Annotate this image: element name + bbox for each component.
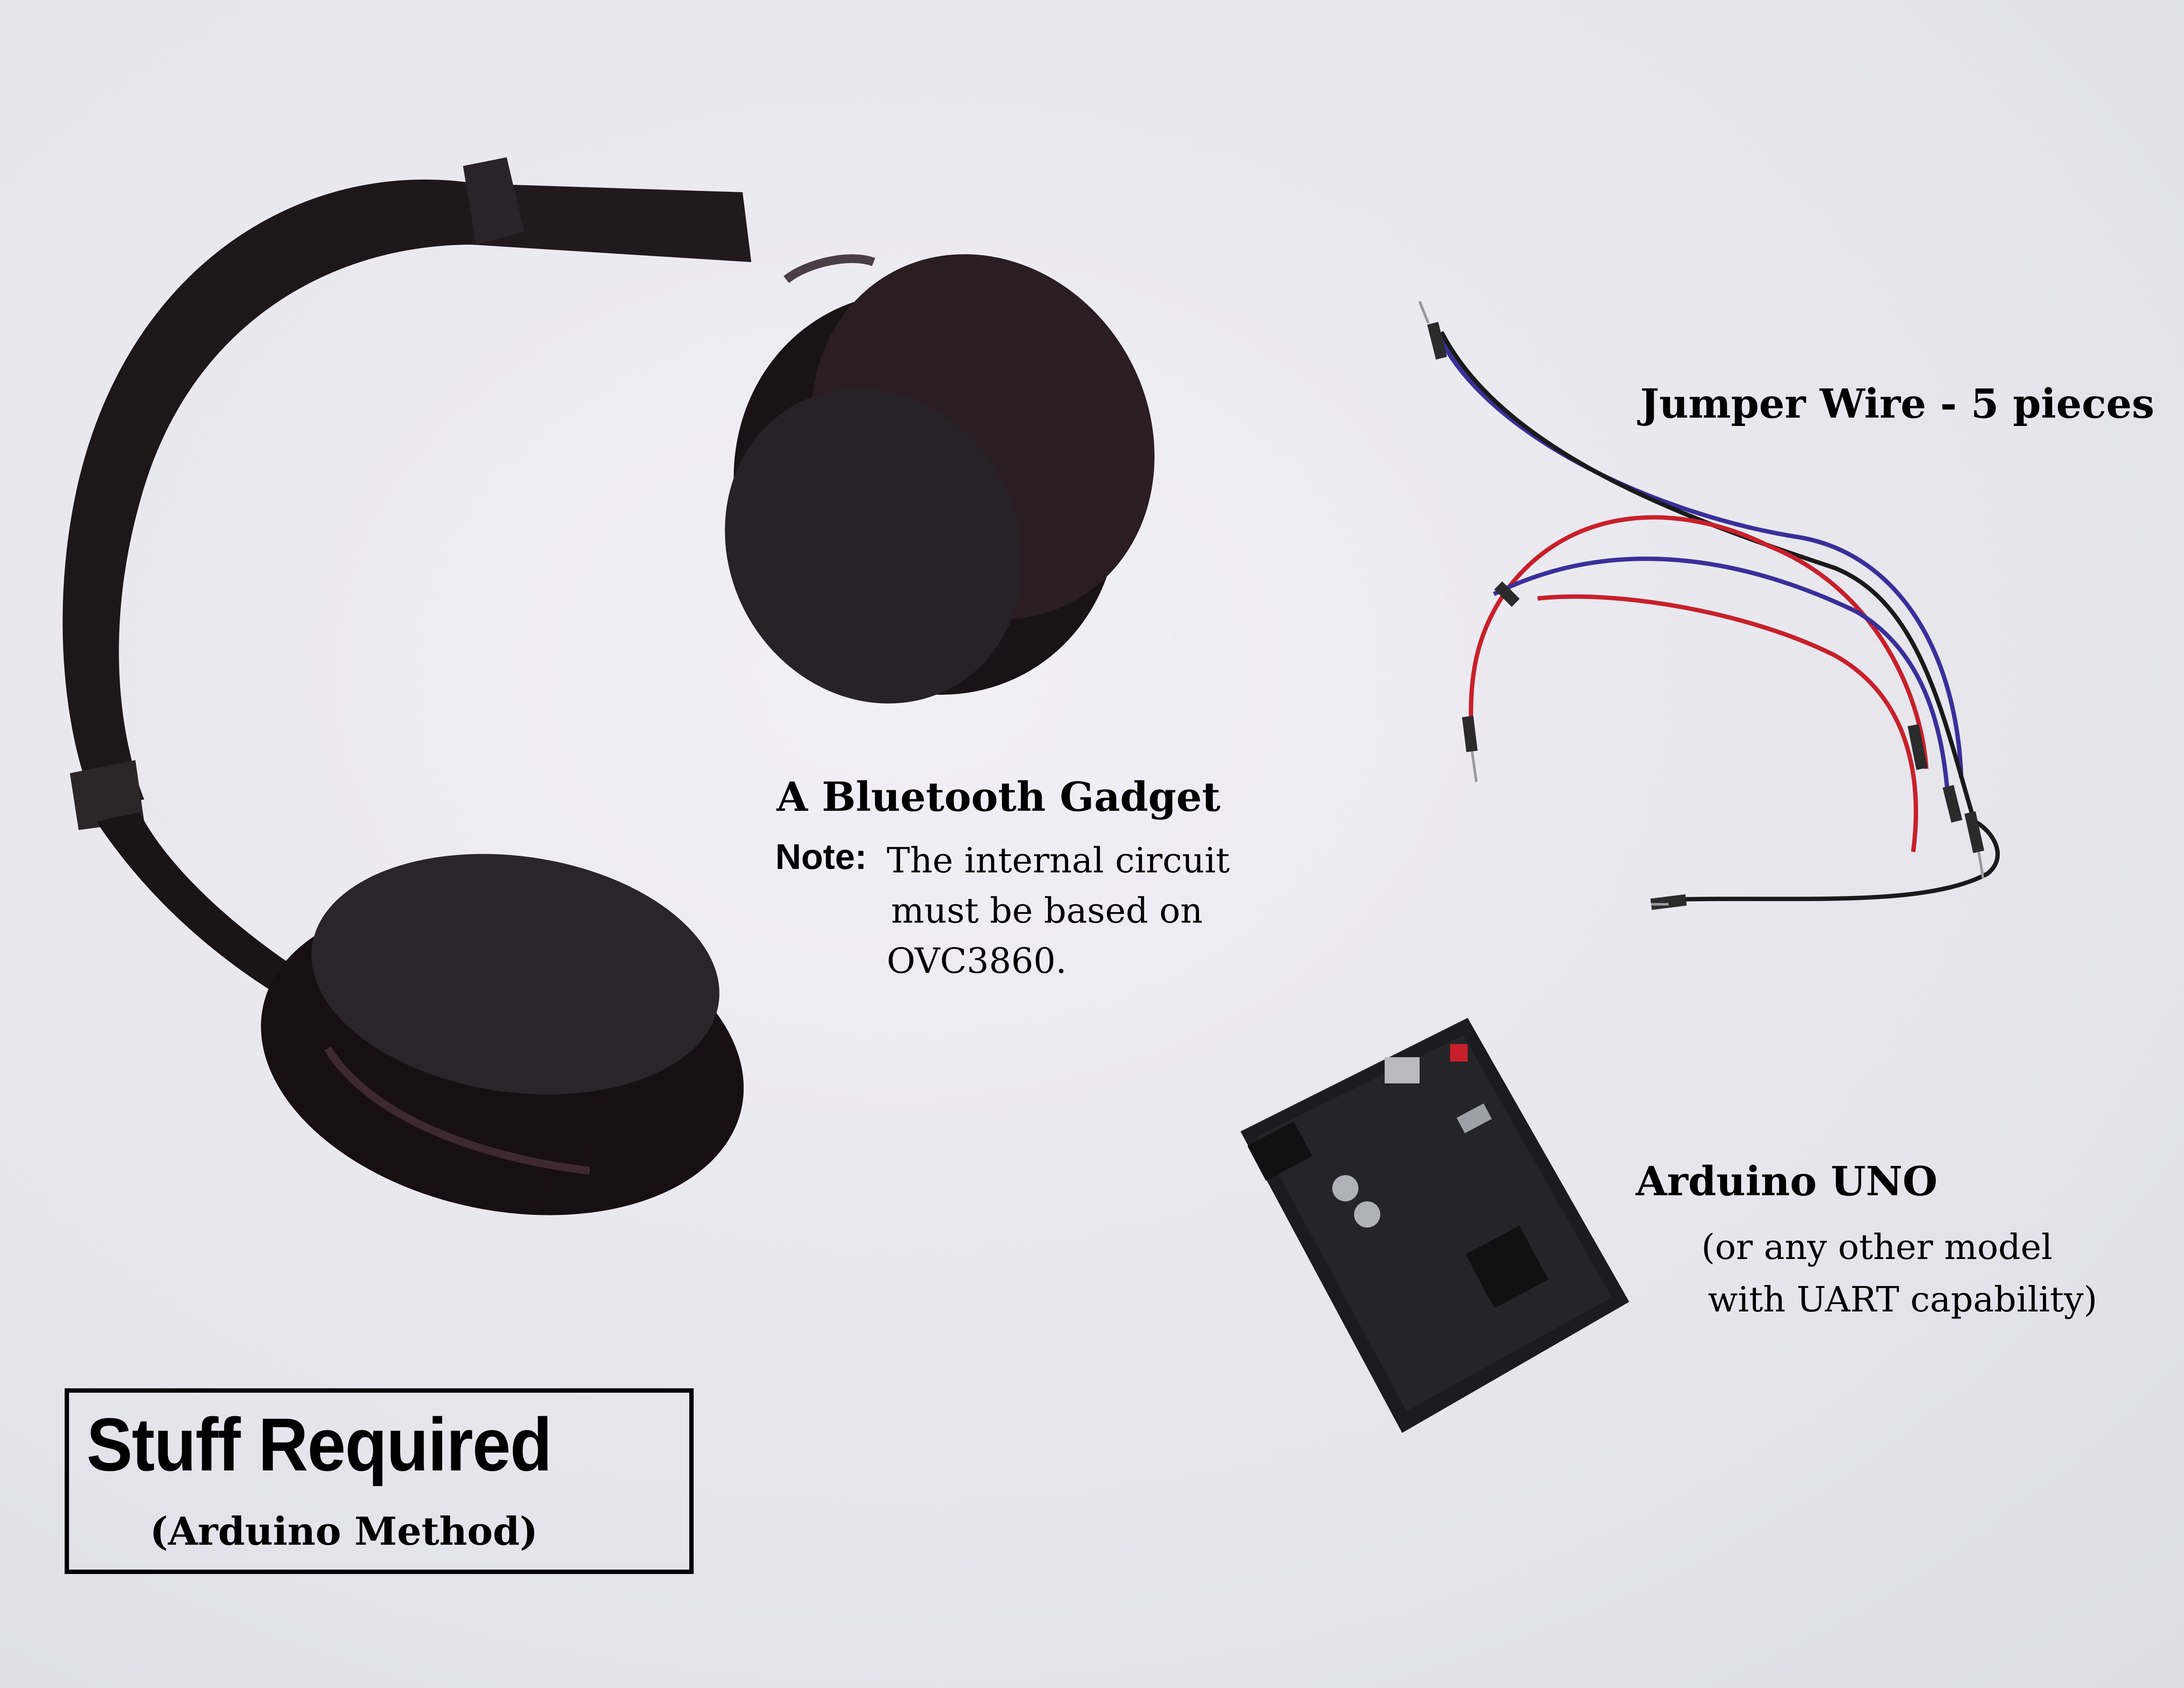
- bluetooth-note-line-2: must be based on: [891, 890, 1203, 931]
- bluetooth-note-line-3: OVC3860.: [887, 941, 1067, 981]
- arduino-line-1: (or any other model: [1701, 1227, 2053, 1267]
- arduino-board: [1241, 1018, 1629, 1433]
- note-prefix: Note:: [775, 837, 867, 877]
- bluetooth-note: Note:: [775, 837, 867, 878]
- stuff-required-title: Stuff Required: [86, 1403, 552, 1487]
- stuff-required-subtitle: (Arduino Method): [150, 1508, 538, 1554]
- bluetooth-label: A Bluetooth Gadget: [777, 773, 1220, 820]
- jumper-wire-title: Jumper Wire - 5 pieces: [1640, 380, 2155, 427]
- jumper-wires: [1418, 301, 2000, 910]
- arduino-line-2: with UART capability): [1708, 1279, 2098, 1320]
- bluetooth-note-line-1: The internal circuit: [887, 840, 1230, 881]
- arduino-title: Arduino UNO: [1636, 1158, 1938, 1205]
- stuff-required-box: Stuff Required (Arduino Method): [65, 1388, 694, 1574]
- bluetooth-title: A Bluetooth Gadget: [777, 773, 1221, 820]
- headphones: [62, 157, 1155, 1215]
